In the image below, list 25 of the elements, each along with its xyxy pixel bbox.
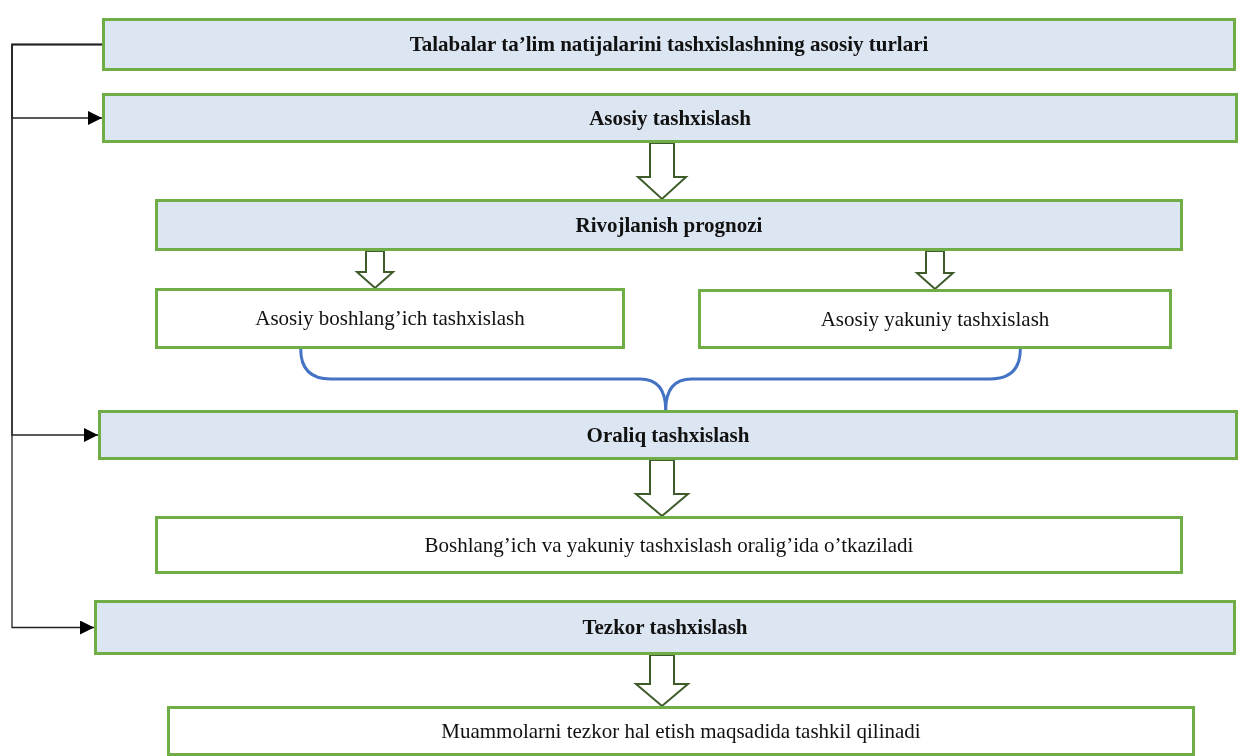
box-label: Asosiy tashxislash: [589, 105, 751, 131]
header-box: [94, 600, 1236, 655]
box-label: Boshlang’ich va yakuniy tashxislash oralig’ida o’tkaziladi: [424, 532, 914, 558]
box-label: Rivojlanish prognozi: [575, 212, 763, 238]
box-label: Oraliq tashxislash: [586, 422, 750, 448]
block-arrow: [354, 250, 396, 290]
block-arrow: [635, 142, 689, 201]
block-arrow: [914, 250, 956, 291]
block-arrow: [633, 654, 691, 708]
header-box: [155, 199, 1183, 251]
title-text: Talabalar ta’lim natijalarini tashxislashning asosiy turlari: [409, 32, 929, 57]
box-label: Asosiy boshlang’ich tashxislash: [255, 306, 525, 331]
process-box: [155, 288, 625, 349]
box-label: Asosiy yakuniy tashxislash: [820, 306, 1050, 332]
curly-brace: [664, 348, 1022, 411]
process-box: [167, 706, 1195, 756]
process-box: [155, 516, 1183, 574]
header-box: [102, 93, 1238, 143]
process-box: [698, 289, 1172, 349]
arrow: [11, 43, 103, 635]
header-box: [98, 410, 1238, 460]
block-arrow: [633, 459, 691, 518]
box-label: Tezkor tashxislash: [582, 615, 748, 640]
header-box: [102, 18, 1236, 71]
box-label: Muammolarni tezkor hal etish maqsadida tashkil qilinadi: [441, 718, 921, 744]
